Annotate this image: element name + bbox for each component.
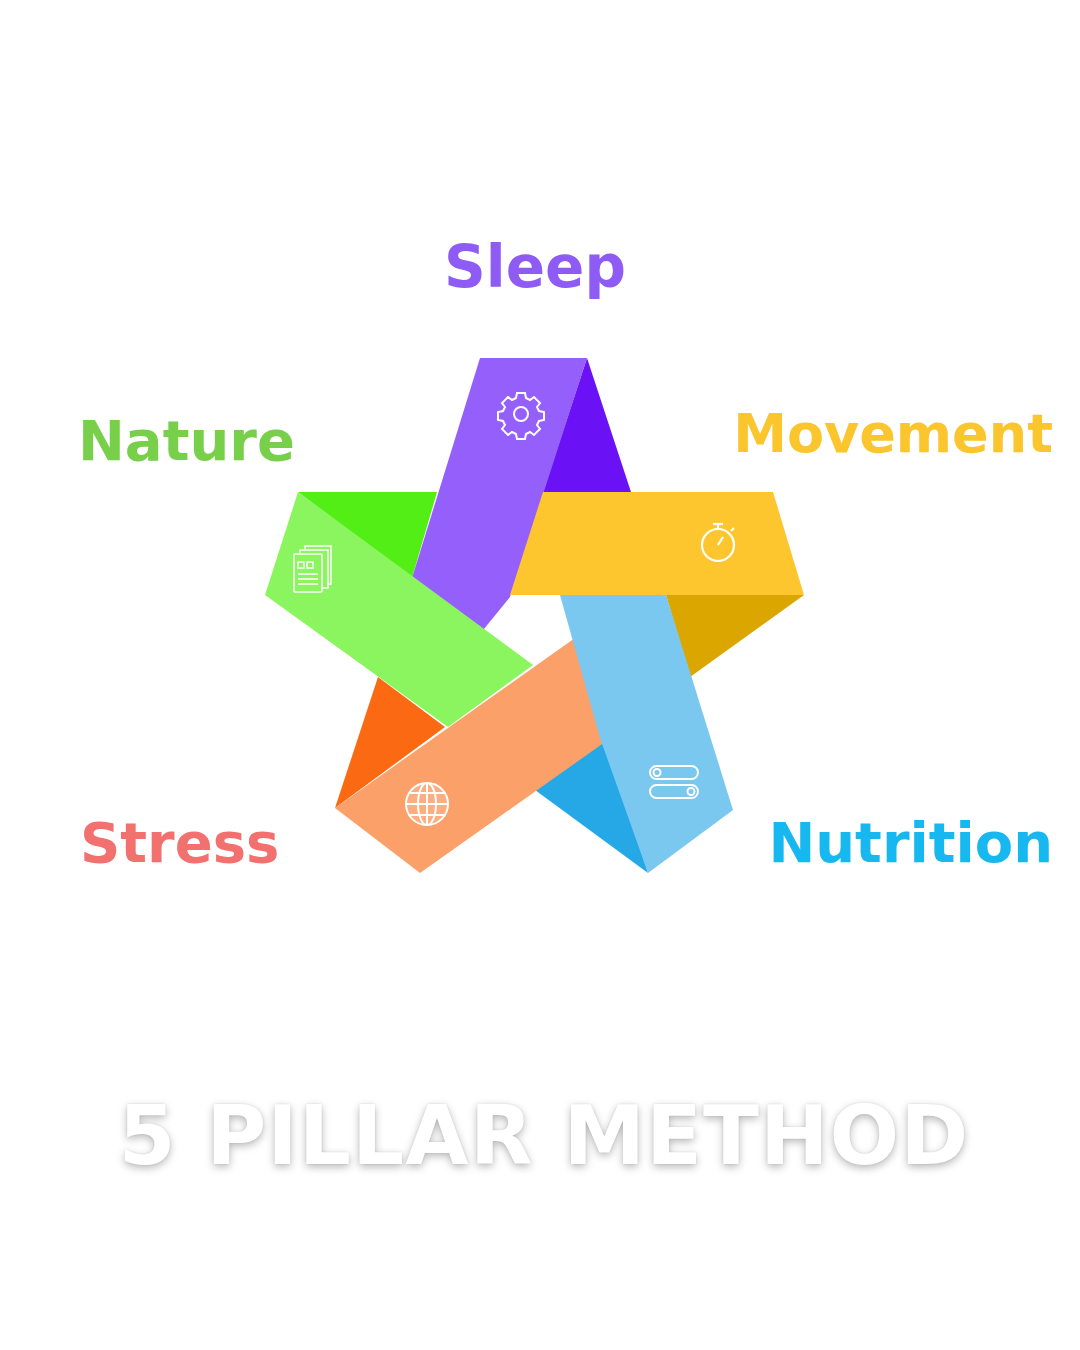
pillar-label: Movement — [733, 407, 1053, 461]
pillar-label: Nature — [78, 413, 295, 469]
toggle-icon — [650, 766, 698, 798]
gear-icon — [498, 393, 544, 439]
stopwatch-icon — [702, 524, 734, 561]
band-orange — [335, 638, 605, 873]
band-blue — [560, 595, 733, 873]
band-yellow — [510, 492, 804, 595]
globe-icon — [406, 783, 448, 825]
checklist-icon — [294, 546, 331, 592]
pillar-label: Stress — [80, 815, 279, 871]
diagram-title: 5 PILLAR METHOD — [119, 1095, 970, 1177]
pillar-label: Nutrition — [768, 815, 1053, 871]
band-green — [265, 492, 533, 727]
pillar-label: Sleep — [444, 238, 626, 296]
